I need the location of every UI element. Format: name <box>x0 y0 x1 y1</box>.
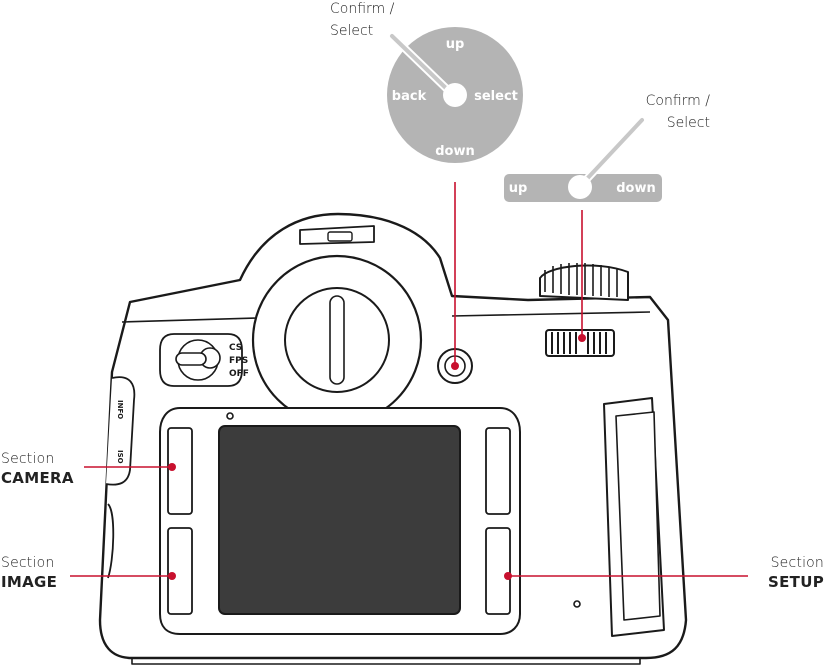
mode-fps-label: FPS <box>229 356 248 366</box>
thumbwheel-up-label: up <box>509 181 528 196</box>
thumbwheel-down-label: down <box>616 181 656 196</box>
mode-cs-label: CS <box>229 343 242 353</box>
joystick-callout-dot <box>451 362 459 370</box>
camera-callout-dot <box>168 463 176 471</box>
joystick-back-label: back <box>392 89 427 104</box>
callout-dots <box>168 334 586 580</box>
rear-lcd-screen <box>218 425 461 615</box>
joystick-select-label: select <box>474 89 518 104</box>
joystick-diagram: up down back select <box>387 27 523 163</box>
joystick-confirm-callout: Confirm / Select <box>330 0 394 42</box>
joystick-knob <box>443 83 467 107</box>
joystick-up-label: up <box>446 37 465 52</box>
image-section-text: Section <box>1 555 55 571</box>
camera-section-text: Section <box>1 451 55 467</box>
thumbwheel-callout-dot <box>578 334 586 342</box>
setup-section-name: SETUP <box>768 573 824 591</box>
setup-callout-dot <box>504 572 512 580</box>
joystick-confirm-line2: Select <box>330 23 374 39</box>
setup-section-text: Section <box>770 555 824 571</box>
callout-setup: Section SETUP <box>768 554 824 592</box>
callout-camera: Section CAMERA <box>1 450 74 488</box>
image-callout-dot <box>168 572 176 580</box>
thumbwheel-diagram: up down <box>504 116 662 202</box>
callout-image: Section IMAGE <box>1 554 57 592</box>
thumbwheel-confirm-callout: Confirm / Select <box>620 90 710 134</box>
mode-off-label: OFF <box>229 369 249 379</box>
joystick-down-label: down <box>435 144 475 159</box>
image-section-name: IMAGE <box>1 573 58 591</box>
thumbwheel-confirm-line1: Confirm / <box>645 93 710 109</box>
joystick-confirm-line1: Confirm / <box>330 1 395 17</box>
side-label-top: INFO <box>116 400 124 419</box>
side-label-mid: ISO <box>116 450 124 464</box>
camera-section-name: CAMERA <box>1 469 74 487</box>
callout-lines <box>70 182 748 577</box>
mode-switch[interactable]: CS FPS OFF <box>229 343 249 379</box>
thumbwheel-knob <box>568 175 592 199</box>
thumbwheel-confirm-line2: Select <box>666 115 710 131</box>
